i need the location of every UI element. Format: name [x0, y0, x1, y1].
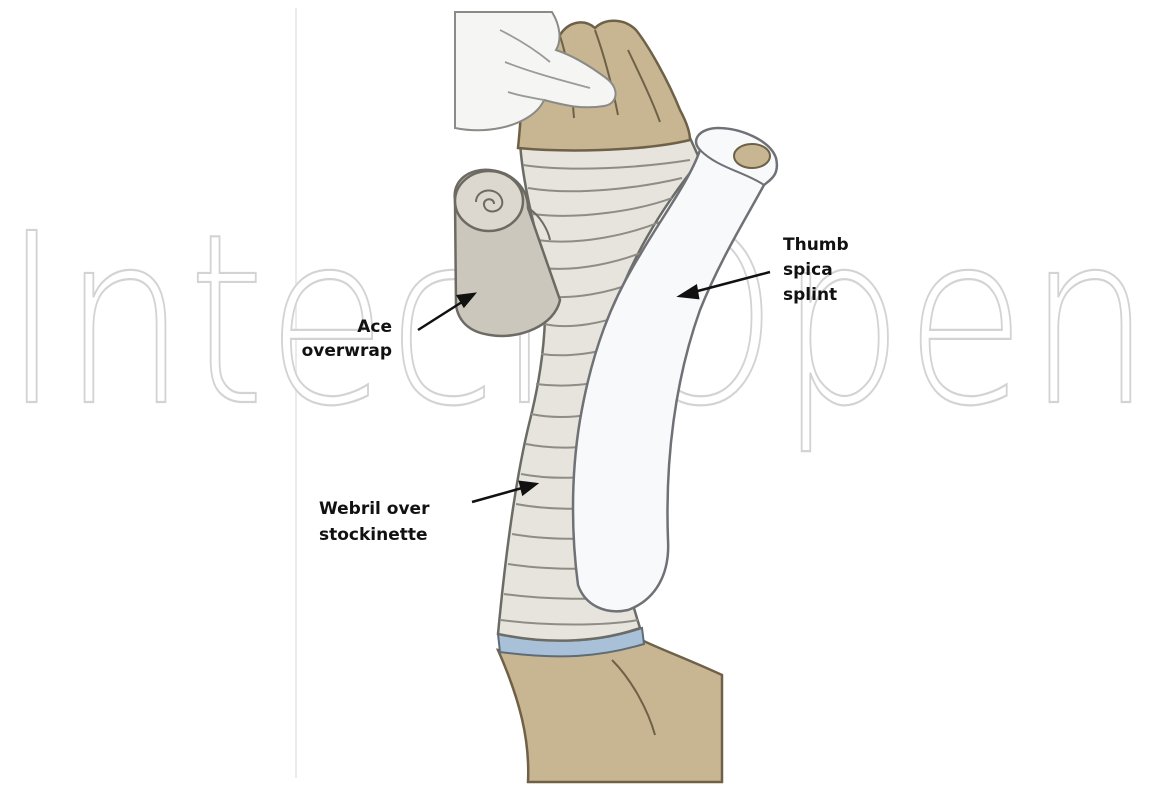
webril-label-line2: stockinette [319, 525, 428, 545]
label-webril-over-stockinette: Webril over stockinette [319, 499, 430, 545]
ace-label-line2: overwrap [302, 341, 392, 361]
thumb-label-line3: splint [783, 285, 837, 305]
upper-arm [498, 640, 722, 782]
ace-label-line1: Ace [357, 317, 392, 337]
thumb-label-line1: Thumb [783, 235, 849, 255]
webril-label-line1: Webril over [319, 499, 430, 519]
thumb-label-line2: spica [783, 260, 833, 280]
